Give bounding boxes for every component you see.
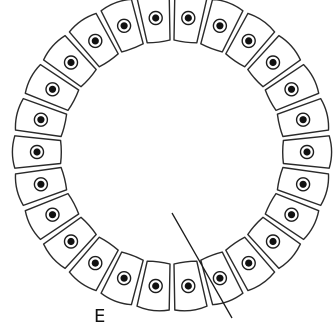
nucleolus-dot [185,14,192,21]
nucleolus-dot [67,238,74,245]
nucleolus-dot [288,211,295,218]
nucleolus-dot [49,211,56,218]
nucleolus-dot [37,181,44,188]
nucleolus-dot [245,37,252,44]
nucleolus-dot [269,59,276,66]
nucleolus-dot [67,59,74,66]
nucleolus-dot [245,260,252,267]
nucleolus-dot [216,275,223,282]
nucleolus-dot [288,86,295,93]
nucleolus-dot [92,260,99,267]
diagram-label: E [94,306,105,327]
nucleolus-dot [49,86,56,93]
nucleolus-dot [33,148,40,155]
nucleolus-dot [37,116,44,123]
nucleolus-dot [121,22,128,29]
nucleolus-dot [300,116,307,123]
nucleolus-dot [185,282,192,289]
nucleolus-dot [152,282,159,289]
nucleolus-dot [121,275,128,282]
cell-ring [12,0,331,311]
nucleolus-dot [300,181,307,188]
nucleolus-dot [92,37,99,44]
nucleolus-dot [303,148,310,155]
nucleolus-dot [152,14,159,21]
nucleolus-dot [269,238,276,245]
nucleolus-dot [216,22,223,29]
